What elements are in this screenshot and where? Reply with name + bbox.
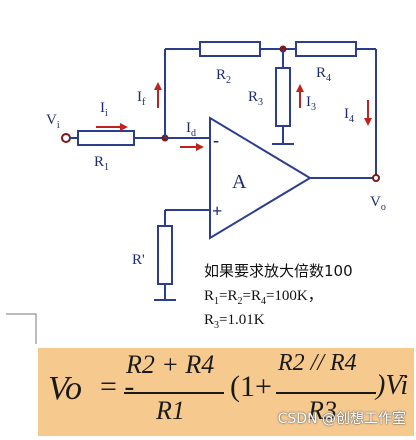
label-id: Id — [186, 120, 196, 139]
opamp-triangle — [209, 116, 312, 240]
arrow-if-head — [154, 82, 162, 90]
formula-close: )Vi — [376, 370, 409, 401]
label-r4: R4 — [316, 65, 331, 84]
note-line3: R3=1.01K — [204, 312, 265, 331]
corner-mark — [6, 313, 37, 344]
resistor-rprime — [157, 225, 173, 285]
resistor-r1 — [77, 130, 135, 146]
formula-num: R2 + R4 — [126, 350, 215, 379]
label-plus: + — [212, 201, 222, 221]
formula-fraction-line-2 — [276, 392, 376, 394]
watermark: CSDN @创想工作室 — [277, 411, 406, 427]
formula-open: (1+ — [230, 370, 272, 403]
formula-banner: Vo = - R2 + R4 R1 (1+ R2 // R4 R3 )Vi — [38, 348, 414, 436]
formula-lhs: Vo — [48, 370, 82, 407]
resistor-r2 — [199, 41, 261, 57]
vi-terminal — [61, 133, 71, 143]
label-r1: R1 — [94, 154, 109, 173]
label-minus: - — [213, 130, 219, 150]
label-i3: I3 — [306, 94, 316, 113]
label-r2: R2 — [216, 67, 231, 86]
label-if: If — [137, 89, 146, 108]
label-vi: Vi — [46, 112, 60, 131]
label-vo: Vo — [370, 194, 386, 213]
arrow-i4-head — [364, 118, 372, 126]
resistor-r3 — [275, 67, 291, 127]
arrow-i3-head — [296, 84, 304, 92]
note-line1: 如果要求放大倍数100 — [204, 262, 353, 280]
label-i4: I4 — [344, 106, 354, 125]
formula-den: R1 — [156, 396, 185, 425]
arrow-ii-head — [120, 123, 128, 131]
formula-den2: R3 — [308, 396, 337, 425]
label-rprime: R' — [132, 252, 145, 268]
formula-fraction-line-1 — [124, 392, 224, 394]
formula-num2: R2 // R4 — [278, 350, 357, 376]
vo-terminal — [372, 174, 380, 182]
resistor-r4 — [295, 41, 357, 57]
label-r3: R3 — [248, 89, 263, 108]
arrow-id-head — [196, 143, 204, 151]
label-opamp: A — [232, 171, 247, 193]
formula-eq: = - — [100, 370, 135, 403]
label-ii: Ii — [100, 100, 108, 119]
note-line2: R1=R2=R4=100K， — [204, 288, 323, 307]
